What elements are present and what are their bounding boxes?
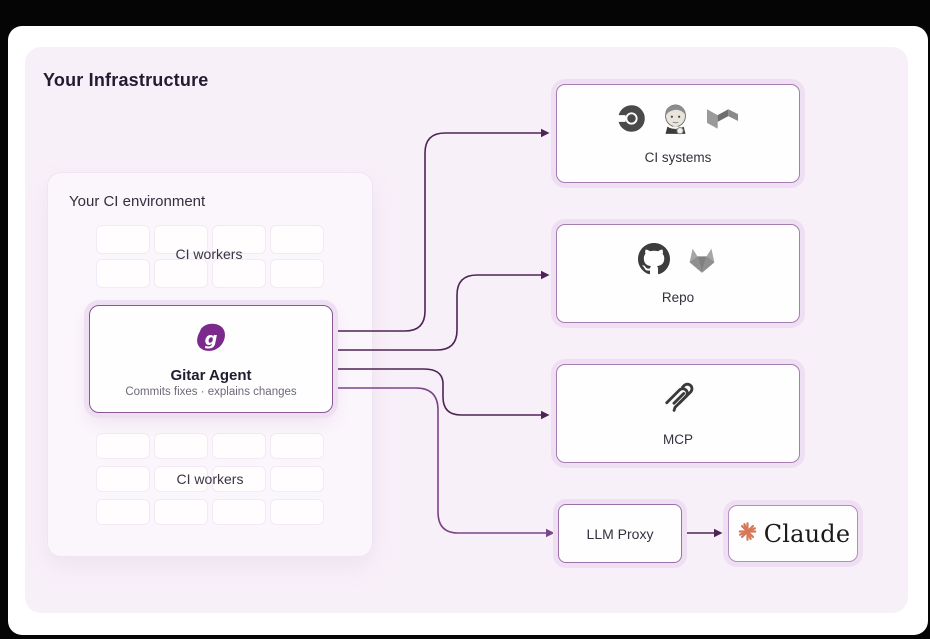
ci-worker-box [270,499,324,525]
claude-starburst-icon [736,520,759,548]
gitar-agent-name: Gitar Agent [170,367,252,384]
ci-worker-box [212,499,266,525]
ci-worker-box [270,259,324,288]
ci-worker-box [154,499,208,525]
gitar-agent-description: Commits fixes · explains changes [125,386,297,398]
gitar-icon: g [192,320,230,361]
ci-systems-label: CI systems [644,150,712,165]
repo-label: Repo [661,289,695,305]
repo-node: Repo [556,224,800,323]
jenkins-icon [661,102,690,140]
ci-workers-grid-bottom [96,433,324,525]
ci-workers-grid-top [96,225,324,288]
ci-worker-box [96,259,150,288]
ci-systems-node: CI systems [556,84,800,183]
circleci-icon [617,105,645,137]
ci-worker-box [154,225,208,254]
mcp-node: MCP [556,364,800,463]
ci-worker-box [212,259,266,288]
ci-environment-title: Your CI environment [69,193,206,210]
ci-worker-box [212,433,266,459]
mcp-label: MCP [663,431,693,447]
repo-icons [638,242,718,280]
infrastructure-panel: Your Infrastructure Your CI environment … [25,47,908,613]
page-title: Your Infrastructure [43,70,209,90]
ci-worker-box [154,466,208,492]
ci-environment-panel: Your CI environment CI workers g Gitar A… [47,172,373,557]
github-icon [638,242,670,280]
ci-worker-box [154,433,208,459]
mcp-icon [660,381,696,422]
ci-worker-box [154,259,208,288]
llm-proxy-node: LLM Proxy [558,504,682,563]
gitar-agent-node: g Gitar Agent Commits fixes · explains c… [89,305,333,413]
buildkite-icon [706,107,739,136]
ci-worker-box [270,433,324,459]
ci-worker-box [270,466,324,492]
svg-text:g: g [205,329,218,350]
ci-worker-box [96,433,150,459]
ci-worker-box [96,225,150,254]
ci-worker-box [212,225,266,254]
gitlab-icon [686,244,718,279]
ci-systems-icons [617,102,739,140]
ci-workers-label-top: CI workers [175,246,243,262]
ci-worker-box [212,466,266,492]
mcp-icons [660,381,696,422]
claude-wordmark: Claude [763,519,851,548]
llm-proxy-label: LLM Proxy [586,525,654,542]
ci-worker-box [270,225,324,254]
claude-node: Claude [728,505,858,562]
ci-worker-box [96,466,150,492]
ci-workers-label-bottom: CI workers [176,471,244,487]
ci-worker-box [96,499,150,525]
